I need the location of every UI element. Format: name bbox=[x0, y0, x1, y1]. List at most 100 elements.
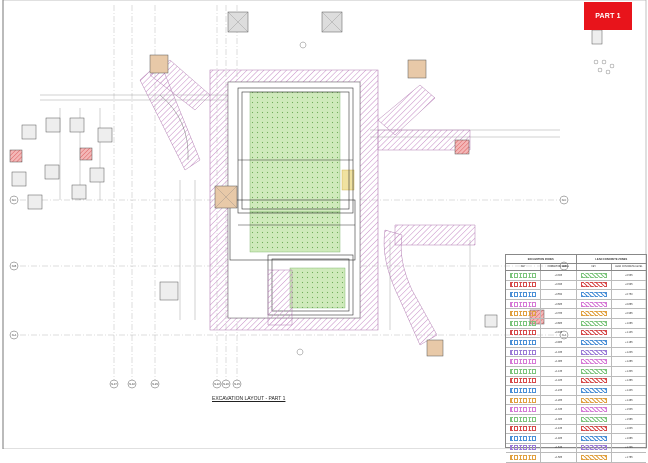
grid-bubbles-bottom: N-37 N-32 N-29 N-22 N-20 N-15 bbox=[109, 379, 242, 389]
formation-key-swatch bbox=[506, 309, 540, 318]
zone-swatch bbox=[510, 349, 537, 355]
zone-swatch bbox=[510, 311, 537, 317]
lean-concrete-level: +1.735 bbox=[610, 443, 646, 453]
zone-swatch bbox=[580, 455, 607, 461]
table-row: +0.685+0.885 bbox=[506, 299, 646, 310]
table-row: +0.395+0.595 bbox=[506, 280, 646, 291]
lean-concrete-level: +1.085 bbox=[610, 318, 646, 328]
excavation-drawing: N-37 N-32 N-29 N-22 N-20 N-15 N-C N-B N-… bbox=[2, 0, 647, 449]
formation-key-swatch bbox=[506, 348, 540, 357]
table-row: +1.585+1.785 bbox=[506, 453, 646, 463]
key-table-rows: +0.365+0.565+0.395+0.595+0.550+0.750+0.6… bbox=[506, 271, 646, 463]
zone-swatch bbox=[510, 339, 537, 345]
formation-key-swatch bbox=[506, 319, 540, 328]
table-row: +0.935 +1.135 bbox=[506, 328, 646, 339]
formation-level: +1.185 bbox=[540, 376, 575, 386]
right-ramp-arm-bottom bbox=[383, 224, 476, 346]
formation-key-swatch bbox=[506, 415, 540, 424]
formation-key-swatch bbox=[506, 357, 540, 366]
formation-level: +0.985 bbox=[540, 338, 575, 347]
formation-key-swatch bbox=[506, 338, 540, 347]
table-row: +1.335 +1.535 bbox=[506, 405, 646, 415]
grid-label-n22: N-22 bbox=[214, 382, 220, 386]
lean-concrete-level: +0.985 bbox=[610, 309, 646, 318]
lean-key-swatch bbox=[575, 434, 611, 443]
formation-key-swatch bbox=[506, 300, 540, 309]
pad-markers bbox=[214, 11, 343, 209]
formation-key-swatch bbox=[506, 271, 540, 280]
table-row: +1.135+1.335 bbox=[506, 366, 646, 377]
formation-key-swatch bbox=[506, 425, 540, 434]
formation-level: +1.335 bbox=[540, 405, 575, 414]
zone-swatch bbox=[580, 435, 607, 441]
subheader-lean-concrete-level: LEAN CONCRETE LEVEL bbox=[610, 264, 646, 270]
table-row: +0.985+1.185 bbox=[506, 338, 646, 348]
lean-key-swatch bbox=[575, 386, 611, 395]
lean-concrete-level: +1.285 bbox=[610, 357, 646, 366]
north-symbols bbox=[593, 59, 615, 75]
table-row: +1.485+1.685 bbox=[506, 434, 646, 444]
formation-key-swatch bbox=[506, 453, 540, 462]
formation-level: +1.485 bbox=[540, 434, 575, 443]
zone-swatch bbox=[580, 339, 607, 345]
grid-label-left-na: N-A bbox=[12, 333, 17, 337]
lean-key-swatch bbox=[575, 280, 611, 290]
lean-key-swatch bbox=[575, 328, 611, 338]
formation-key-swatch bbox=[506, 405, 540, 414]
lean-concrete-level: +0.565 bbox=[610, 271, 646, 280]
lean-key-swatch bbox=[575, 443, 611, 453]
formation-level: +1.585 bbox=[540, 453, 575, 462]
formation-level: +0.935 bbox=[540, 328, 575, 338]
zone-swatch bbox=[580, 416, 607, 422]
lean-key-swatch bbox=[575, 318, 611, 328]
lean-concrete-level: +1.385 bbox=[610, 376, 646, 386]
formation-key-swatch bbox=[506, 290, 540, 299]
table-row: +1.535+1.735 bbox=[506, 443, 646, 454]
bottom-left-block bbox=[267, 269, 293, 326]
formation-level: +1.235 bbox=[540, 386, 575, 395]
part-label-badge: PART 1 bbox=[584, 2, 632, 30]
table-row: +0.365+0.565 bbox=[506, 271, 646, 281]
lean-concrete-level: +1.135 bbox=[610, 328, 646, 338]
lean-key-swatch bbox=[575, 271, 611, 280]
table-row: +1.185 +1.385 bbox=[506, 376, 646, 387]
grid-label-left-nc: N-C bbox=[12, 198, 17, 202]
section-mark bbox=[296, 348, 304, 356]
table-row: +0.885 +1.085 bbox=[506, 318, 646, 329]
zone-swatch bbox=[580, 301, 607, 307]
zone-swatch bbox=[580, 272, 607, 278]
lean-key-swatch bbox=[575, 414, 611, 424]
formation-key-swatch bbox=[506, 386, 540, 395]
grid-label-left-nb: N-B bbox=[12, 264, 17, 268]
zone-swatch bbox=[580, 330, 607, 336]
grid-label-n20: N-20 bbox=[223, 382, 229, 386]
formation-level: +0.885 bbox=[540, 318, 575, 328]
formation-key-swatch bbox=[506, 377, 540, 386]
table-row: +1.285+1.485 bbox=[506, 395, 646, 406]
structure-lines bbox=[229, 87, 356, 316]
grid-bubbles-right: N-C N-B N-A bbox=[559, 195, 569, 340]
lean-concrete-level: +1.335 bbox=[610, 366, 646, 376]
table-row: +0.550+0.750 bbox=[506, 290, 646, 300]
zone-swatch bbox=[510, 407, 537, 413]
formation-level: +1.385 bbox=[540, 414, 575, 424]
grid-label-right-nb: N-B bbox=[562, 264, 567, 268]
lean-key-swatch bbox=[575, 395, 611, 405]
zone-swatch bbox=[580, 426, 607, 432]
lean-key-swatch bbox=[575, 338, 611, 347]
table-row: +0.785 +0.985 bbox=[506, 309, 646, 319]
lean-concrete-level: +0.750 bbox=[610, 290, 646, 299]
zone-swatch bbox=[510, 416, 537, 422]
zone-swatch bbox=[510, 282, 537, 288]
zone-swatch bbox=[510, 359, 537, 365]
subheader-key: KEY bbox=[520, 266, 526, 268]
zone-swatch bbox=[510, 435, 537, 441]
zone-swatch bbox=[510, 301, 537, 307]
formation-level: +0.785 bbox=[540, 309, 575, 318]
zone-swatch bbox=[580, 320, 607, 326]
formation-key-swatch bbox=[506, 281, 540, 290]
lean-concrete-level: +1.535 bbox=[610, 405, 646, 414]
formation-key-swatch bbox=[506, 367, 540, 376]
formation-level: +1.035 bbox=[540, 347, 575, 357]
lean-concrete-level: +0.885 bbox=[610, 299, 646, 309]
